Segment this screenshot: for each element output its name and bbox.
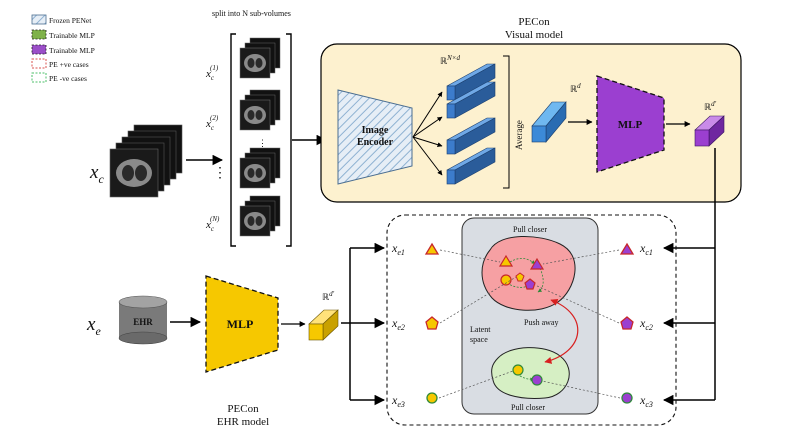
visual-rdprime-label: ℝd' <box>704 100 717 112</box>
latent-left-label-e2: xe2 <box>391 316 405 332</box>
subvolume-label-n: xc(N) <box>205 215 220 233</box>
rnd-label: ℝN×d <box>440 54 461 66</box>
subvolume-dots: ⋮ <box>213 166 227 181</box>
legend: Frozen PENet Trainable MLP Trainable MLP… <box>31 14 95 83</box>
push-away-label: Push away <box>524 318 558 327</box>
legend-label-frozen: Frozen PENet <box>49 16 92 25</box>
ehr-rdprime-label: ℝd' <box>322 290 335 302</box>
subvolume-label-1: xc(1) <box>205 64 219 82</box>
latent-point-e-circle <box>500 274 512 286</box>
legend-label-mlp-purple: Trainable MLP <box>49 46 95 55</box>
legend-swatch-mlp-purple <box>31 44 47 55</box>
right-point-c2 <box>620 316 634 330</box>
latent-right-label-c1: xc1 <box>639 241 653 257</box>
visual-model-panel <box>320 43 742 203</box>
legend-swatch-frozen <box>31 14 47 25</box>
latent-point-e1-triangle <box>498 254 514 267</box>
subvolume-bracket <box>230 33 292 247</box>
ehr-cylinder <box>118 295 168 345</box>
latent-right-label-c3: xc3 <box>639 393 653 409</box>
average-label: Average <box>514 120 524 150</box>
left-point-e3 <box>426 392 438 404</box>
latent-left-label-e1: xe1 <box>391 241 405 257</box>
positive-blob <box>481 236 576 311</box>
subvolume-3 <box>239 147 281 189</box>
legend-swatch-pos <box>31 58 47 69</box>
subvolume-label-2: xc(2) <box>205 114 219 132</box>
legend-swatch-mlp-green <box>31 29 47 40</box>
pull-closer-bottom: Pull closer <box>511 403 545 412</box>
push-away-arrow <box>544 298 579 364</box>
ehr-mlp-label: MLP <box>227 317 254 331</box>
input-ct-label: xc <box>89 162 104 186</box>
legend-label-neg: PE -ve cases <box>49 74 87 83</box>
image-encoder <box>337 89 413 185</box>
visual-mlp <box>596 75 665 173</box>
visual-mlp-label: MLP <box>618 119 643 131</box>
split-caption: split into N sub-volumes <box>212 9 291 18</box>
subvolume-dots-mid: ⋮ <box>258 138 267 148</box>
rd-label: ℝd <box>570 82 581 94</box>
right-point-c1 <box>619 242 635 255</box>
left-point-e2 <box>425 316 439 330</box>
latent-point-e2-pentagon <box>515 272 525 282</box>
latent-dashed-frame <box>386 214 677 426</box>
latent-left-label-e3: xe3 <box>391 393 405 409</box>
ehr-input-label: xe <box>86 314 101 338</box>
encoder-fanout-arrows <box>412 91 443 176</box>
mapping-lines <box>438 249 621 399</box>
subvolume-n <box>239 195 281 237</box>
ehr-cylinder-label: EHR <box>133 317 153 327</box>
rd-cube <box>531 101 567 143</box>
ehr-mlp <box>205 275 279 373</box>
latent-point-c1-triangle <box>529 257 545 270</box>
subvolume-2 <box>239 89 281 131</box>
legend-label-mlp-green: Trainable MLP <box>49 31 95 40</box>
latent-point-e3-circle <box>512 364 524 376</box>
negative-blob <box>491 347 570 399</box>
ct-volume-stack <box>109 124 183 198</box>
ehr-output-routing <box>341 242 386 406</box>
ehr-output-cube <box>308 309 339 341</box>
cube-bracket <box>503 55 510 189</box>
right-point-c3 <box>621 392 633 404</box>
legend-label-pos: PE +ve cases <box>49 60 89 69</box>
legend-swatch-neg <box>31 72 47 83</box>
latent-right-label-c2: xc2 <box>639 316 653 332</box>
visual-output-cube <box>694 115 725 147</box>
subvolume-1 <box>239 37 281 79</box>
latent-point-c3-circle <box>531 374 543 386</box>
left-point-e1 <box>424 242 440 255</box>
pull-closer-top: Pull closer <box>513 225 547 234</box>
feature-cubes <box>446 63 496 185</box>
visual-output-routing <box>662 148 716 406</box>
latent-point-c2-pentagon <box>524 278 536 290</box>
